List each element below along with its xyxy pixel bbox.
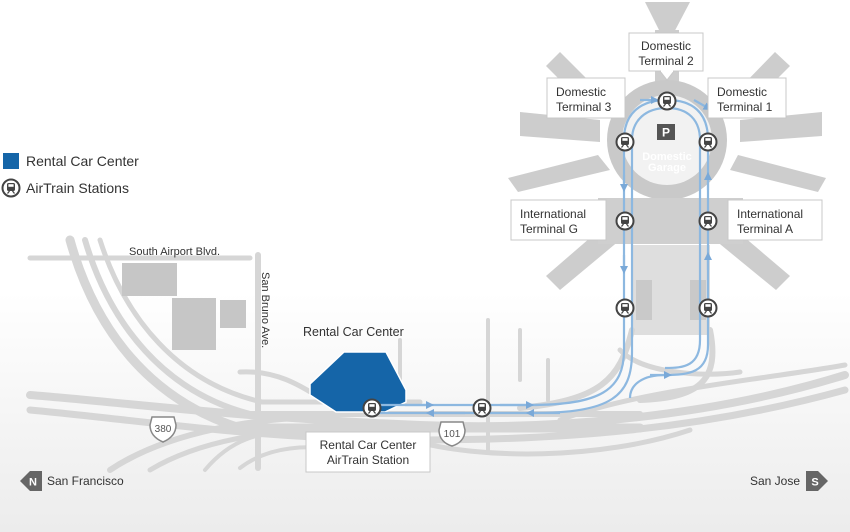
- callout-line2: Terminal G: [520, 222, 578, 236]
- rental-car-center-swatch: [3, 153, 19, 169]
- train-icon[interactable]: [657, 91, 677, 111]
- train-icon: [1, 178, 21, 198]
- direction-north[interactable]: N San Francisco: [20, 471, 124, 491]
- train-icon[interactable]: [362, 398, 382, 418]
- train-icon[interactable]: [698, 132, 718, 152]
- callout-line2: AirTrain Station: [327, 453, 409, 467]
- south-city-label: San Jose: [750, 474, 800, 488]
- callout-line2: Terminal 3: [556, 100, 612, 114]
- highway-101-label: 101: [444, 429, 461, 440]
- us-route-shield-icon: 101: [438, 421, 466, 447]
- callout-line1: Domestic: [641, 39, 691, 53]
- train-icon[interactable]: [615, 211, 635, 231]
- callout-line1: Domestic: [717, 85, 767, 99]
- callout-line1: Domestic: [556, 85, 606, 99]
- legend-rental-car-center-label: Rental Car Center: [26, 153, 139, 169]
- pier-north: [645, 2, 690, 40]
- rental-car-center-building: [309, 351, 407, 413]
- south-airport-blvd-label: South Airport Blvd.: [129, 246, 220, 258]
- train-icon[interactable]: [698, 211, 718, 231]
- train-icon[interactable]: [472, 398, 492, 418]
- train-icon[interactable]: [615, 132, 635, 152]
- callout-line1: International: [520, 207, 586, 221]
- airtrain-line: [372, 96, 712, 417]
- san-bruno-ave-label: San Bruno Ave.: [259, 272, 271, 348]
- callout-line1: International: [737, 207, 803, 221]
- pier-southeast-upper: [730, 155, 826, 192]
- pier-west: [520, 112, 600, 142]
- callout-domestic-terminal-3: Domestic Terminal 3: [546, 77, 626, 119]
- north-city-label: San Francisco: [47, 474, 124, 488]
- direction-south[interactable]: San Jose S: [750, 471, 828, 491]
- garage-label-line2: Garage: [648, 162, 686, 174]
- legend: Rental Car Center AirTrain Stations: [1, 153, 139, 198]
- direction-arrow-left-icon: [20, 471, 42, 491]
- domestic-garage: P Domestic Garage: [642, 124, 692, 174]
- callout-domestic-terminal-1: Domestic Terminal 1: [707, 77, 787, 119]
- callout-line2: Terminal A: [737, 222, 793, 236]
- train-icon[interactable]: [615, 298, 635, 318]
- direction-arrow-right-icon: [806, 471, 828, 491]
- callout-line2: Terminal 1: [717, 100, 773, 114]
- parking-icon: [657, 124, 675, 140]
- interstate-shield-icon: 380: [149, 416, 177, 443]
- pier-southwest-upper: [508, 155, 610, 192]
- parking-letter: P: [662, 126, 670, 140]
- callout-line1: Rental Car Center: [320, 438, 417, 452]
- buildings: [122, 263, 246, 350]
- callout-rental-car-station: Rental Car Center AirTrain Station: [305, 431, 431, 473]
- legend-airtrain-stations-label: AirTrain Stations: [26, 180, 129, 196]
- callout-line2: Terminal 2: [638, 54, 694, 68]
- callout-international-terminal-g: International Terminal G: [510, 199, 607, 241]
- highway-380-label: 380: [155, 424, 172, 435]
- callout-domestic-terminal-2: Domestic Terminal 2: [628, 32, 704, 81]
- pier-east: [740, 112, 822, 142]
- train-icon[interactable]: [698, 298, 718, 318]
- callout-international-terminal-a: International Terminal A: [727, 199, 823, 241]
- rental-car-center-map-label: Rental Car Center: [303, 325, 404, 339]
- south-letter: S: [811, 477, 818, 489]
- north-letter: N: [29, 477, 37, 489]
- garage-label-line1: Domestic: [642, 151, 692, 163]
